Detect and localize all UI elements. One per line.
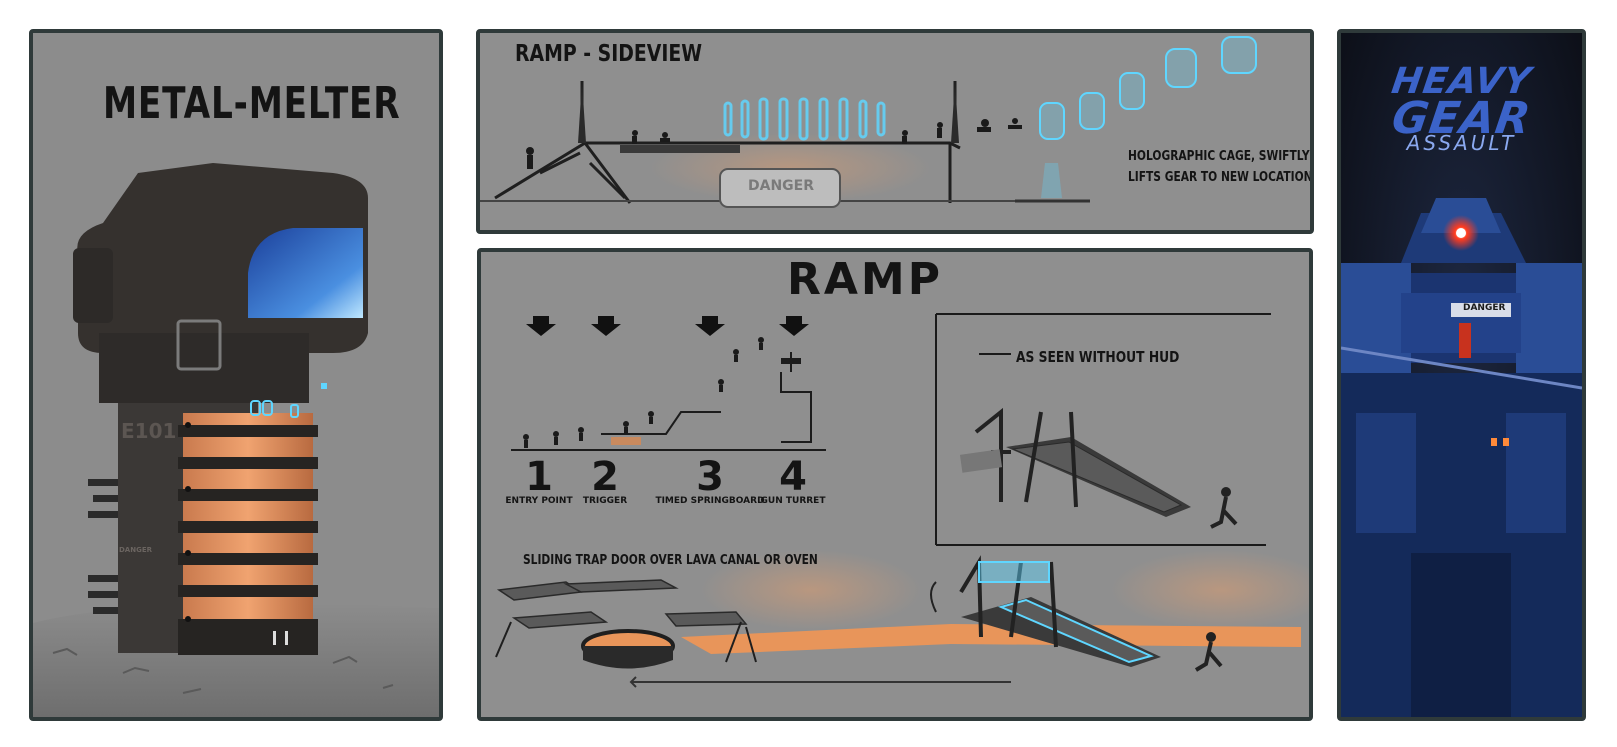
step-label-3: TIMED SPRINGBOARD <box>655 496 765 506</box>
holo-cages <box>1039 36 1257 140</box>
ramp-title: RAMP <box>787 254 943 305</box>
heavy-gear-poster-panel: HEAVY GEAR ASSAULT DANGER <box>1337 29 1586 721</box>
trap-doors <box>496 579 748 629</box>
inset-ramp <box>959 407 1238 529</box>
sequence-figures <box>523 337 764 448</box>
ramp-with-hud <box>930 555 1223 672</box>
danger-label: DANGER <box>119 546 153 554</box>
holo-cage-caption-line1: HOLOGRAPHIC CAGE, SWIFTLY <box>1128 149 1310 164</box>
holo-bridge <box>723 97 886 141</box>
lava-canal <box>681 624 1301 654</box>
metal-melter-illustration <box>33 163 439 717</box>
trap-door-caption: SLIDING TRAP DOOR OVER LAVA CANAL OR OVE… <box>523 553 818 568</box>
ramp-sideview-title: RAMP - SIDEVIEW <box>515 41 703 67</box>
ramp-diagram <box>495 313 1309 688</box>
danger-sign <box>719 168 841 208</box>
ramp-panel: RAMP <box>477 248 1313 721</box>
step-number-4: 4 <box>779 454 807 500</box>
smoke-left <box>701 550 921 630</box>
danger-sign-text: DANGER <box>748 178 815 194</box>
logo-assault: ASSAULT <box>1406 131 1517 155</box>
step-number-2: 2 <box>591 454 619 500</box>
holo-cage-caption-line2: LIFTS GEAR TO NEW LOCATION <box>1128 170 1313 185</box>
step-number-3: 3 <box>696 454 724 500</box>
metal-melter-panel: METAL-MELTER <box>29 29 443 721</box>
inset-frame <box>935 313 1271 546</box>
core-rings <box>178 425 318 655</box>
step-label-1: ENTRY POINT <box>505 496 573 506</box>
mech-danger-badge: DANGER <box>1463 303 1506 313</box>
glass-window <box>248 228 363 318</box>
step-number-1: 1 <box>525 454 553 500</box>
machine-code-label: E101 <box>121 419 177 443</box>
step-label-2: TRIGGER <box>582 496 628 506</box>
ramp-sideview-illustration <box>480 36 1257 208</box>
step-arrows <box>526 316 809 336</box>
mech-body <box>1341 198 1582 717</box>
mech-illustration <box>1341 33 1582 717</box>
runner-figures <box>526 118 1022 169</box>
ramp-sideview-panel: RAMP - SIDEVIEW <box>476 29 1314 234</box>
metal-melter-title: METAL-MELTER <box>103 78 401 129</box>
step-label-4: GUN TURRET <box>760 496 826 506</box>
inset-caption: AS SEEN WITHOUT HUD <box>1016 348 1180 366</box>
smoke-right <box>1111 550 1309 630</box>
